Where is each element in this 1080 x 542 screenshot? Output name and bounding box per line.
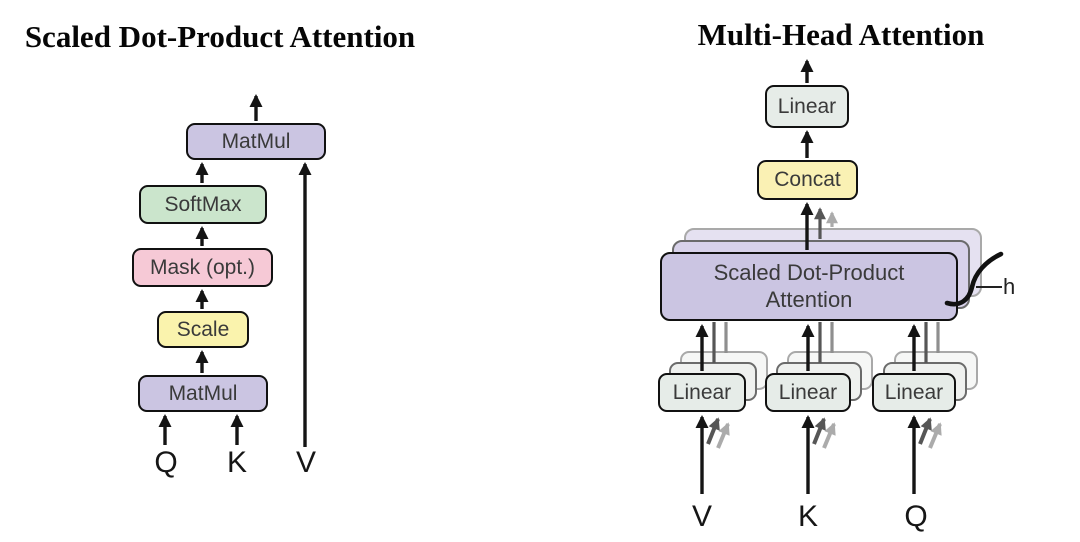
shadow-arrow [918, 417, 932, 445]
attention-box: Scaled Dot-Product Attention [660, 252, 958, 321]
linear-k-label: Linear [778, 380, 838, 404]
softmax-box: SoftMax [139, 185, 267, 224]
k-input-label: K [226, 446, 248, 479]
concat-label: Concat [774, 168, 841, 192]
k-input-label-right: K [797, 500, 819, 533]
right-title: Multi-Head Attention [697, 17, 985, 52]
shadow-arrow [812, 417, 826, 445]
attention-label-line1: Scaled Dot-Product [713, 260, 905, 286]
scale-box: Scale [157, 311, 249, 348]
linear-out-box: Linear [765, 85, 849, 128]
shadow-arrow [928, 422, 942, 449]
matmul-top-label: MatMul [221, 129, 291, 153]
linear-v-label: Linear [672, 380, 732, 404]
shadow-arrow [822, 422, 836, 449]
v-input-label-right: V [691, 500, 713, 533]
matmul-bottom-box: MatMul [138, 375, 268, 412]
left-title: Scaled Dot-Product Attention [24, 19, 416, 54]
shadow-arrow [716, 422, 730, 449]
scale-label: Scale [176, 317, 230, 341]
heads-count-label: h [1003, 274, 1016, 299]
concat-box: Concat [757, 160, 858, 200]
attention-label-line2: Attention [765, 286, 853, 312]
matmul-top-box: MatMul [186, 123, 326, 160]
shadow-arrow [706, 417, 720, 445]
linear-out-label: Linear [777, 94, 837, 118]
linear-v-box: Linear [658, 373, 746, 412]
q-input-label-right: Q [904, 500, 928, 533]
matmul-bottom-label: MatMul [168, 381, 238, 405]
shadow-input-arrows [706, 417, 942, 449]
softmax-label: SoftMax [164, 192, 242, 216]
linear-k-box: Linear [765, 373, 851, 412]
mask-box: Mask (opt.) [132, 248, 273, 287]
mask-label: Mask (opt.) [149, 255, 256, 279]
linear-q-label: Linear [884, 380, 944, 404]
v-input-label: V [295, 446, 317, 479]
q-input-label: Q [154, 446, 178, 479]
linear-q-box: Linear [872, 373, 956, 412]
